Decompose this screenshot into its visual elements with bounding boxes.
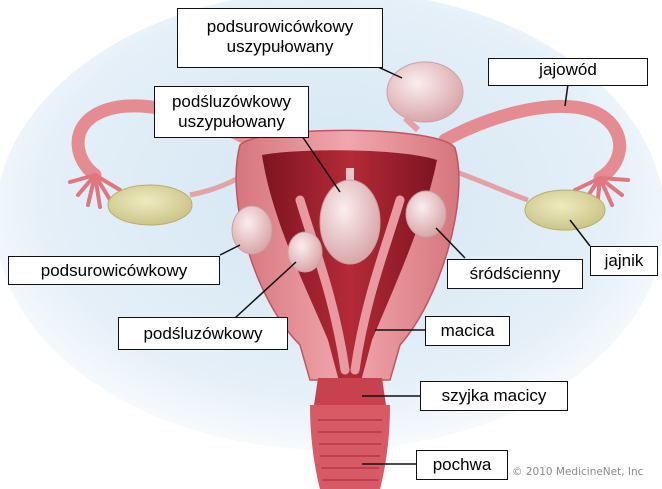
intramural-fibroid <box>406 191 446 237</box>
label-subserosal-pedunculated-line1: podsurowicówkowy <box>183 17 377 37</box>
label-submucosal-pedunculated-line1: podśluzówkowy <box>160 92 303 112</box>
label-intramural: śródścienny <box>447 259 583 289</box>
copyright-notice: © 2010 MedicineNet, Inc <box>512 466 643 478</box>
subserosal-pedunculated-fibroid <box>387 62 463 122</box>
label-subserosal: podsurowicówkowy <box>8 256 220 285</box>
label-vagina: pochwa <box>416 450 508 480</box>
left-ovary <box>108 185 192 225</box>
cervix <box>314 378 386 405</box>
label-submucosal-pedunculated-line2: uszypułowany <box>160 112 303 132</box>
submucosal-pedunculated-fibroid <box>320 180 380 264</box>
submucosal-fibroid <box>288 232 322 272</box>
label-intramural-text: śródścienny <box>453 264 577 284</box>
label-ovary: jajnik <box>590 246 658 276</box>
label-submucosal-text: podśluzówkowy <box>124 324 282 344</box>
label-fallopian-tube-text: jajowód <box>494 60 642 80</box>
vagina <box>310 405 390 489</box>
label-subserosal-text: podsurowicówkowy <box>14 261 214 281</box>
label-cervix: szyjka macicy <box>420 381 568 411</box>
label-vagina-text: pochwa <box>422 455 502 475</box>
label-uterus-text: macica <box>431 321 504 341</box>
label-fallopian-tube: jajowód <box>488 58 648 86</box>
label-cervix-text: szyjka macicy <box>426 386 562 406</box>
label-subserosal-pedunculated-line2: uszypułowany <box>183 37 377 57</box>
label-submucosal: podśluzówkowy <box>118 317 288 350</box>
label-submucosal-pedunculated: podśluzówkowy uszypułowany <box>154 86 309 138</box>
label-uterus: macica <box>425 316 510 346</box>
label-subserosal-pedunculated: podsurowicówkowy uszypułowany <box>177 8 383 68</box>
label-ovary-text: jajnik <box>596 251 652 271</box>
right-ovary <box>525 190 605 230</box>
